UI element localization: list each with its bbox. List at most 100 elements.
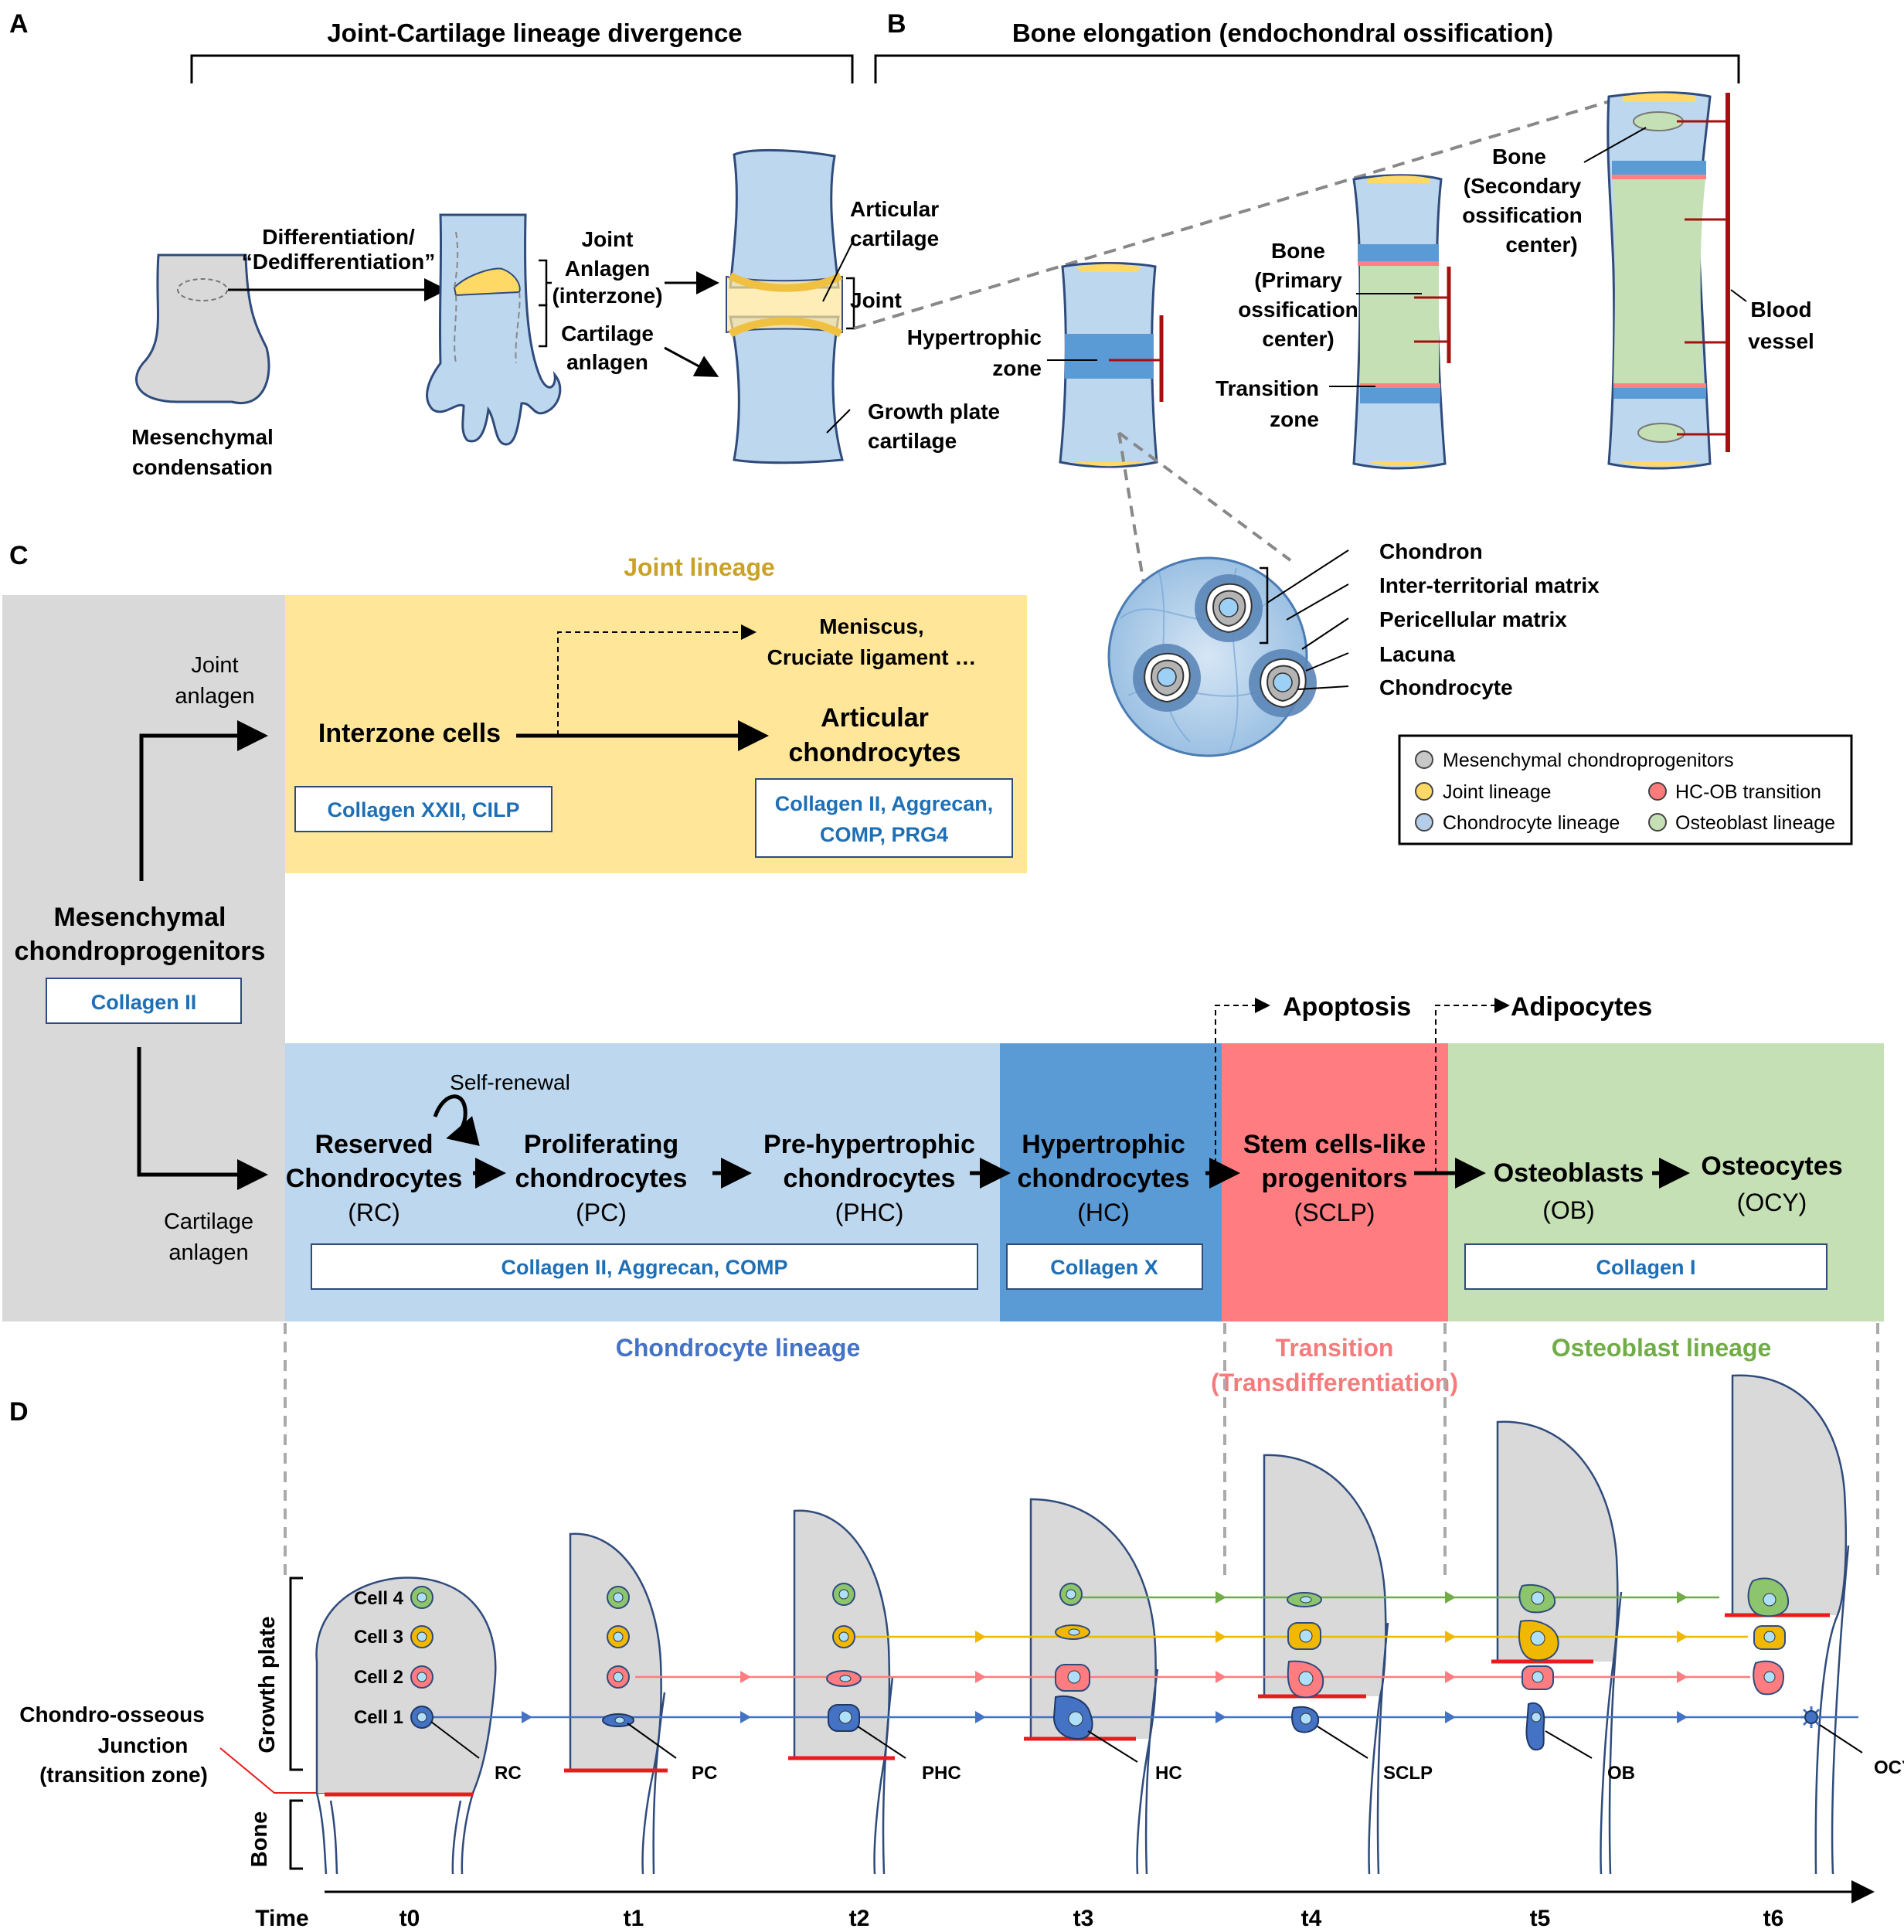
cartilage-branch-arrow [137,1047,268,1190]
interterritorial-pointer [1286,583,1349,621]
mesenchymal-condensation-label-1: Mesenchymal [131,425,274,449]
panel-label-c: C [9,541,29,570]
condensation-ellipse [177,278,228,301]
articular-marker-box [755,778,1013,858]
growth-plate-label-2: cartilage [868,429,957,453]
mesenchymal-marker: Collagen II [91,991,197,1014]
growth-plate-pointer [826,409,851,434]
upper-bone-shape [729,148,840,289]
bone-secondary-pointer [1583,127,1647,163]
medium-lower-transition [1360,383,1440,388]
bone-bracket [289,1799,303,1870]
stage-sclp-label-1: Stem cells-like [1243,1130,1426,1159]
joint-bracket [846,277,855,330]
meniscus-label-2: Cruciate ligament … [767,645,977,669]
cells-t4 [1287,1592,1324,1733]
cell-label-sclp: SCLP [1383,1763,1433,1784]
articular-cartilage-label-1: Articular [850,197,939,221]
cell-4-label: Cell 4 [354,1588,404,1609]
legend-label-joint: Joint lineage [1443,781,1551,803]
cell-label-phc: PHC [922,1763,961,1784]
cell-label-ob: OB [1607,1763,1635,1784]
apoptosis-arrow [1215,998,1270,1173]
interzone-to-meniscus-arrow [557,624,756,736]
limb-bud-shape [426,213,562,446]
junction-label-3: (transition zone) [39,1763,208,1787]
large-upper-band [1612,161,1706,175]
mesenchymal-marker-box [46,978,242,1024]
stage-ocy-label: Osteocytes [1701,1151,1842,1181]
time-t1: t1 [624,1906,644,1931]
joint-label: Joint [850,288,902,312]
cartilage-anlagen-bracket [539,304,548,348]
cartilage-anlagen-label-1: Cartilage [561,321,654,345]
stage-pc-label-2: chondrocytes [515,1164,688,1193]
nucleus-3 [1273,672,1293,692]
articular-chondrocytes-label-2: chondrocytes [789,738,961,767]
cells-t5 [1518,1584,1559,1751]
chondrocyte-marker-box [311,1243,978,1290]
interzone-shape [453,267,521,297]
chondrocyte-pointer [1297,685,1349,690]
stage-rc-label-1: Reserved [314,1130,433,1159]
cell-trace-lines [433,1591,1858,1723]
articular-marker-2: COMP, PRG4 [820,823,948,846]
panel-b-title: Bone elongation (endochondral ossificati… [1012,19,1553,47]
bone-secondary-label-4: center) [1505,233,1577,257]
growth-plate-t6-outline [1731,1374,1850,1875]
bone-secondary-label-1: Bone [1492,145,1546,168]
lower-bone-shape [729,315,844,464]
blood-vessel-label-1: Blood [1750,298,1811,321]
cells-t1 [602,1586,634,1727]
transition-title-1: Transition [1276,1334,1394,1362]
junction-label-1: Chondro-osseous [19,1702,205,1726]
mesenchymal-chondroprogenitors-label-1: Mesenchymal [54,903,226,932]
junction-label-2: Junction [98,1733,189,1757]
legend-swatch-transition [1648,782,1667,801]
panel-a-bracket [190,54,854,83]
panel-b-bracket [874,54,1740,83]
cartilage-anlagen-label-2: anlagen [566,350,648,374]
inset-label-lacuna: Lacuna [1379,642,1455,666]
time-t5: t5 [1530,1906,1551,1931]
hypertrophic-zone-label-1: Hypertrophic [907,325,1042,349]
zoom-dashed-line [853,91,1639,330]
time-t0: t0 [400,1906,420,1931]
chondrocyte-marker: Collagen II, Aggrecan, COMP [501,1256,787,1279]
nucleus-2 [1157,667,1177,687]
chondron-pointer [1266,549,1349,604]
joint-lineage-title: Joint lineage [624,553,775,581]
panel-label-d: D [9,1397,29,1427]
inset-fibers [1120,567,1284,754]
panel-label-b: B [887,9,906,39]
legend-swatch-osteoblast [1648,813,1667,832]
growth-plate-t5 [1498,1421,1618,1662]
legend-swatch-chondrocyte [1415,813,1433,832]
cells-t2 [826,1583,862,1732]
transition-zone-label-2: zone [1270,407,1319,431]
junction-pointer [219,1747,325,1794]
adipocytes-label: Adipocytes [1511,992,1652,1022]
cell-label-rc: RC [495,1763,522,1784]
stage-ob-abbr: (OB) [1542,1196,1595,1224]
stage-ocy-abbr: (OCY) [1737,1189,1807,1216]
growth-plate-bracket [289,1577,303,1771]
joint-space-shape [726,275,843,334]
cell-2-label: Cell 2 [354,1667,403,1688]
self-renewal-label: Self-renewal [450,1070,570,1094]
transition-region [1222,1043,1448,1321]
stage-sclp-label-2: progenitors [1262,1164,1408,1193]
growth-plate-t3 [1031,1499,1156,1739]
growth-plate-t6 [1732,1375,1846,1615]
differentiation-label-1: Differentiation/ [262,225,415,249]
cell-3-label: Cell 3 [354,1627,403,1648]
time-t3: t3 [1073,1906,1094,1931]
legend-label-chondrocyte: Chondrocyte lineage [1443,812,1620,834]
cells-t6 [1747,1577,1822,1728]
blood-vessel-pointer [1730,289,1747,302]
cartilage-arrow [664,346,719,377]
stage-hc-label-2: chondrocytes [1018,1164,1190,1193]
hc-marker-box [1006,1243,1203,1290]
chondrocyte-lineage-title: Chondrocyte lineage [616,1334,861,1362]
